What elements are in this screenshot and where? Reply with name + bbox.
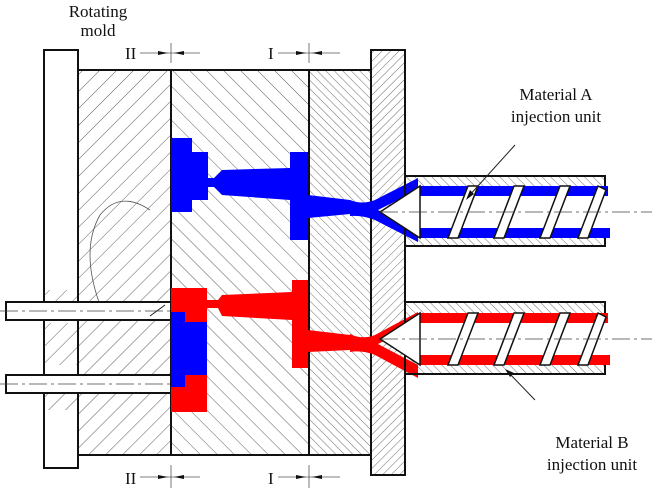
platen-hatch-mid xyxy=(44,323,78,365)
leader-material-b xyxy=(507,371,536,401)
label-rotating-mold-line1: Rotating xyxy=(69,2,128,21)
label-material-b-line2: injection unit xyxy=(547,455,637,474)
section-label-top-i: I xyxy=(268,44,274,63)
section-label-top-ii: II xyxy=(125,44,137,63)
label-material-b-line1: Material B xyxy=(555,433,628,452)
platen-hatch-lower xyxy=(44,392,78,410)
injection-unit-a xyxy=(378,175,652,247)
section-label-bottom-i: I xyxy=(268,469,274,488)
leader-arrowhead-b xyxy=(505,369,514,377)
leader-material-a xyxy=(467,144,516,198)
material-a-overmold-part xyxy=(171,312,207,387)
section-marks-bottom xyxy=(140,465,340,488)
label-material-a-line2: injection unit xyxy=(511,107,601,126)
fixed-platen xyxy=(370,49,406,476)
ejector-rod-lower xyxy=(0,374,172,394)
mold-plate-left xyxy=(77,69,172,456)
injection-unit-b xyxy=(378,301,652,375)
leader-rotation xyxy=(149,304,166,317)
label-rotating-mold-line2: mold xyxy=(81,21,116,40)
ejector-rod-upper xyxy=(0,301,172,321)
leader-arrowhead-a xyxy=(466,190,474,200)
stationary-plate xyxy=(308,69,372,456)
section-marks-top xyxy=(140,43,340,63)
section-label-bottom-ii: II xyxy=(125,469,137,488)
label-material-a-line1: Material A xyxy=(519,85,593,104)
